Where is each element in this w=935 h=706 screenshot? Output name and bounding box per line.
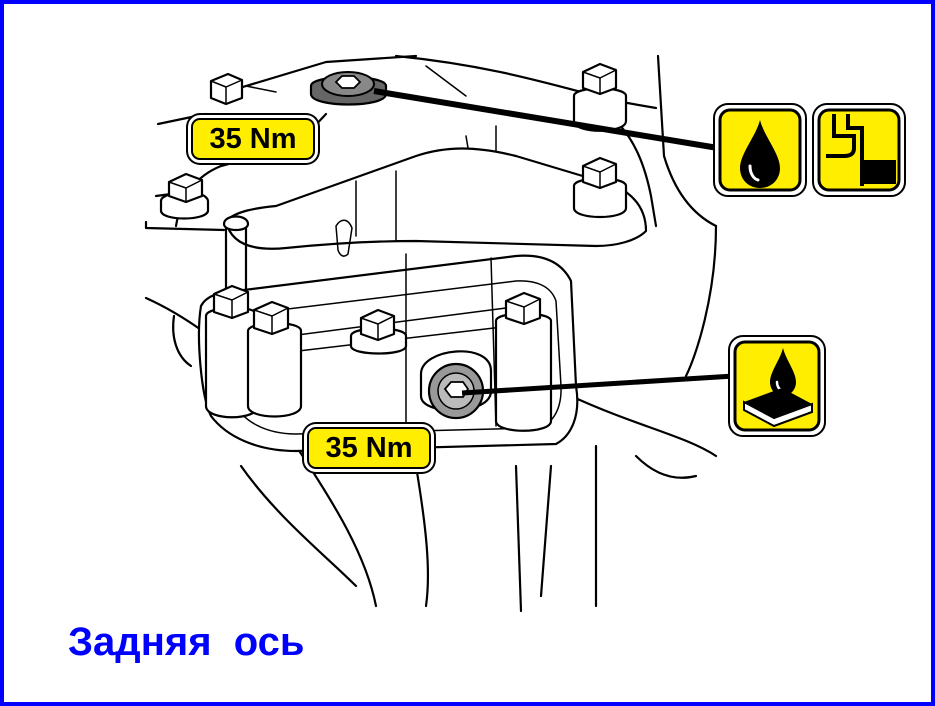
leader-line-drain <box>461 373 735 396</box>
bolt-cover-right <box>494 291 553 432</box>
leader-line-fill <box>373 88 719 151</box>
oil-drop-icon <box>713 103 807 197</box>
rear-axle-illustration <box>144 54 906 613</box>
bolt-cover-center <box>349 308 408 355</box>
diagram-caption: Задняя ось <box>68 620 305 664</box>
bolt-cover-left-2 <box>246 300 303 418</box>
bolt-right-upper <box>572 62 628 132</box>
bolt-right-middle <box>572 156 628 218</box>
fill-level-icon <box>812 103 906 197</box>
bolt-left <box>159 172 210 220</box>
torque-label-drain-plug: 35 Nm <box>307 427 431 469</box>
oil-drain-pan-icon <box>728 335 826 437</box>
drain-plug <box>419 350 493 420</box>
bolt-top-left <box>209 72 244 106</box>
torque-label-fill-plug: 35 Nm <box>191 118 315 160</box>
fill-plug <box>309 71 388 106</box>
